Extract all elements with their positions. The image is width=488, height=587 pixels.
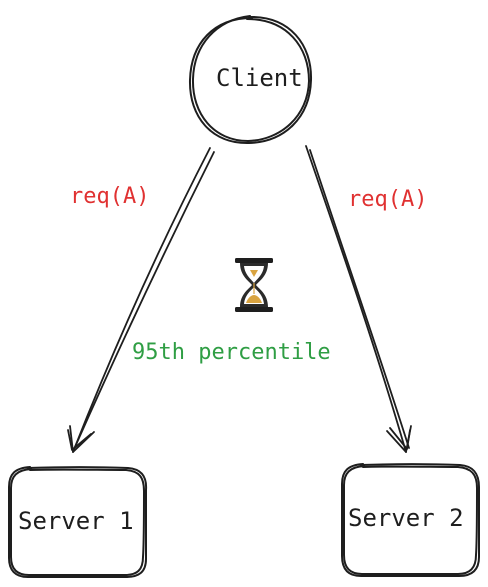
server2-label: Server 2 xyxy=(348,504,464,532)
percentile-label: 95th percentile xyxy=(132,340,331,365)
arrow-client-to-server1 xyxy=(67,147,215,453)
server1-node xyxy=(7,466,148,579)
server1-label: Server 1 xyxy=(18,507,134,535)
hourglass-icon xyxy=(235,258,273,312)
right-request-label: req(A) xyxy=(348,187,428,212)
client-node xyxy=(188,15,313,145)
server2-node xyxy=(340,463,481,578)
left-request-label: req(A) xyxy=(70,184,150,209)
client-label: Client xyxy=(216,64,303,92)
arrow-client-to-server2 xyxy=(305,145,412,453)
